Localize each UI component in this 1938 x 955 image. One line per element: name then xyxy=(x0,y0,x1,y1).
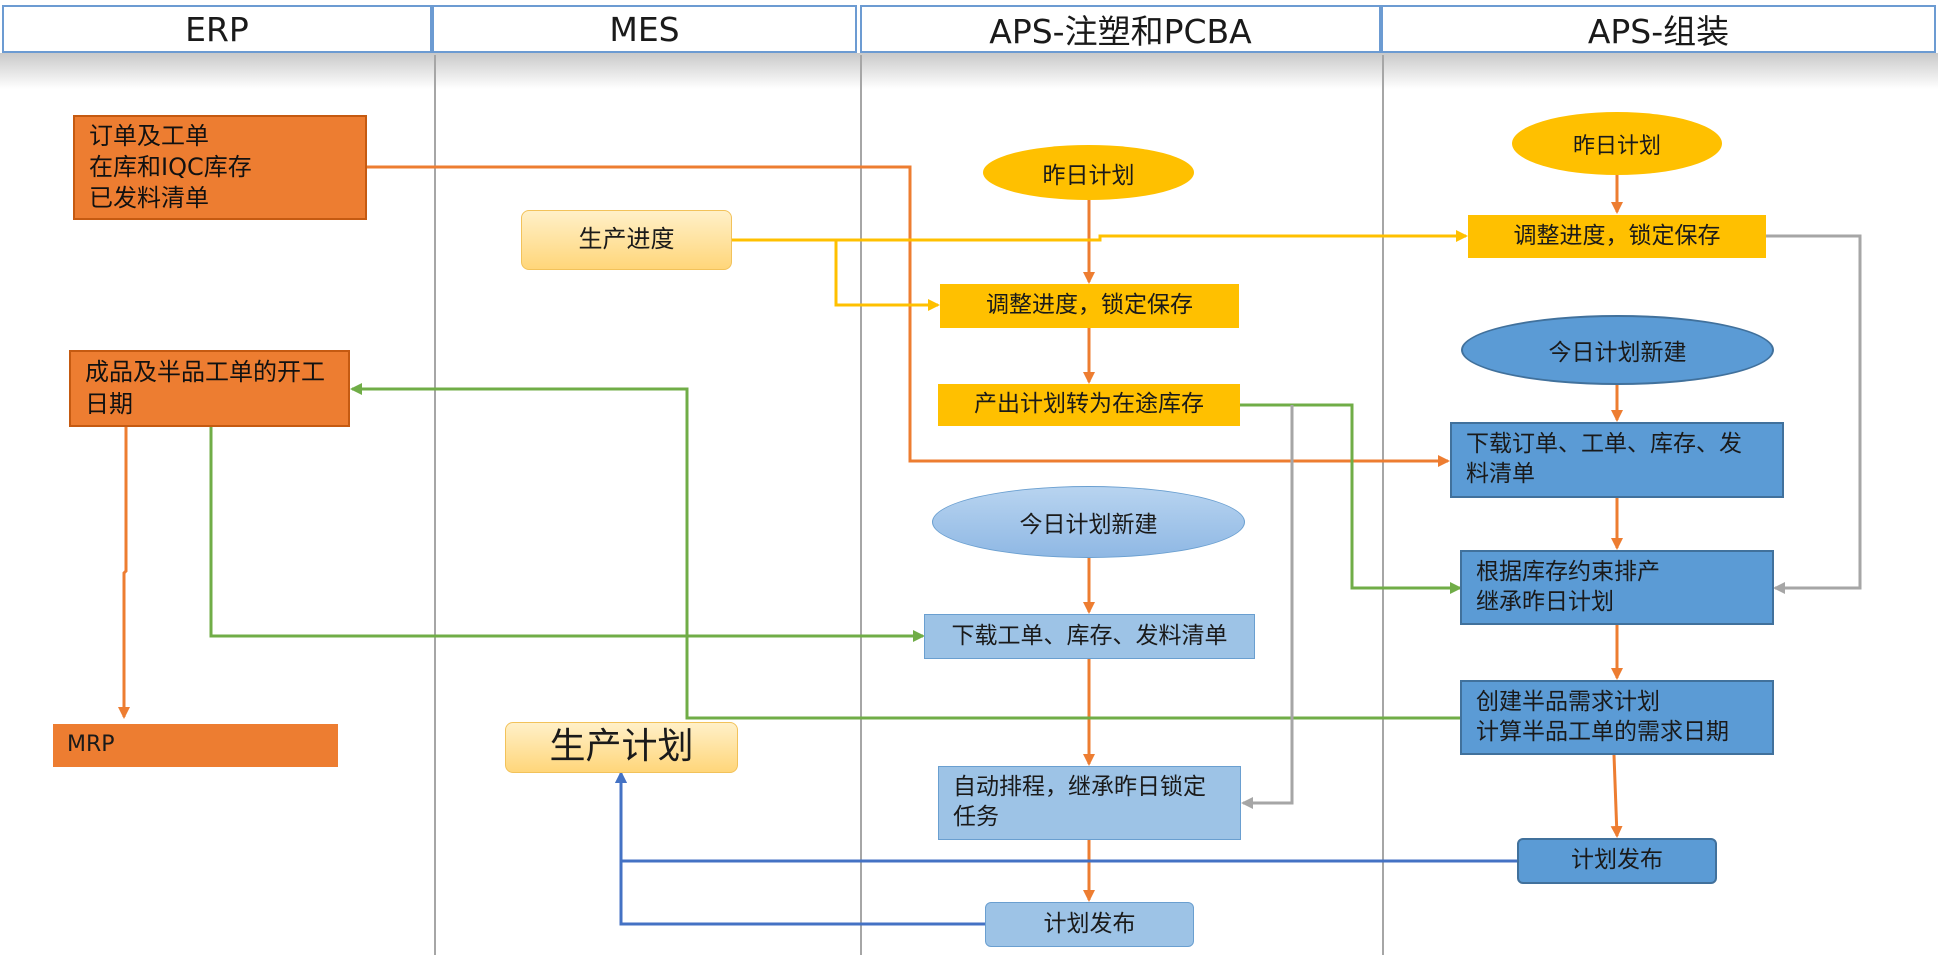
pcba-auto-schedule-line-1: 自动排程，继承昨日锁定 xyxy=(953,774,1206,801)
arrow-progress-to-pcba-adjust xyxy=(834,240,940,311)
lane-header-erp: ERP xyxy=(2,5,432,53)
asm-yesterday-plan-ellipse: 昨日计划 xyxy=(1512,112,1722,175)
asm-semi-demand-line-2: 计算半品工单的需求日期 xyxy=(1476,718,1729,745)
asm-adjust-lock-box: 调整进度，锁定保存 xyxy=(1468,215,1766,258)
pcba-output-transit-box: 产出计划转为在途库存 xyxy=(938,384,1240,426)
arrow-asm-semi-to-publish xyxy=(1610,754,1623,838)
pcba-yesterday-plan-ellipse: 昨日计划 xyxy=(983,145,1194,200)
asm-today-new-ellipse: 今日计划新建 xyxy=(1461,315,1774,385)
lane-header-aps-pcba: APS-注塑和PCBA xyxy=(860,5,1381,53)
asm-download-line-1: 下载订单、工单、库存、发 xyxy=(1466,431,1742,458)
arrow-erp-orders-to-asm-download xyxy=(367,165,1450,467)
pcba-adjust-lock-box: 调整进度，锁定保存 xyxy=(940,284,1239,328)
erp-orders-line-2: 在库和IQC库存 xyxy=(89,152,252,181)
lane-header-mes: MES xyxy=(432,5,857,53)
lane-divider-2 xyxy=(860,55,862,955)
arrow-erp-start-to-mrp xyxy=(118,427,130,719)
asm-download-box: 下载订单、工单、库存、发 料清单 xyxy=(1450,422,1784,498)
asm-constraint-line-1: 根据库存约束排产 xyxy=(1476,558,1660,585)
asm-semi-demand-line-1: 创建半品需求计划 xyxy=(1476,688,1660,715)
erp-orders-line-1: 订单及工单 xyxy=(89,121,209,150)
header-shadow xyxy=(0,53,1938,89)
asm-constraint-line-2: 继承昨日计划 xyxy=(1476,588,1614,615)
erp-orders-box: 订单及工单 在库和IQC库存 已发料清单 xyxy=(73,115,367,220)
asm-constraint-box: 根据库存约束排产 继承昨日计划 xyxy=(1460,550,1774,625)
arrow-semi-demand-to-erp-start xyxy=(350,383,1460,720)
pcba-today-new-ellipse: 今日计划新建 xyxy=(932,486,1245,558)
erp-orders-line-3: 已发料清单 xyxy=(89,184,209,213)
mes-progress-box: 生产进度 xyxy=(521,210,732,270)
pcba-auto-schedule-box: 自动排程，继承昨日锁定 任务 xyxy=(938,766,1241,840)
pcba-publish-box: 计划发布 xyxy=(985,902,1194,947)
arrow-progress-to-asm-adjust xyxy=(732,230,1468,242)
erp-start-date-box: 成品及半品工单的开工 日期 xyxy=(69,350,350,427)
lane-divider-1 xyxy=(434,55,436,955)
asm-download-line-2: 料清单 xyxy=(1466,461,1535,487)
asm-publish-box: 计划发布 xyxy=(1517,838,1717,884)
lane-divider-3 xyxy=(1382,55,1384,955)
arrow-asm-adjust-to-constraint xyxy=(1766,234,1862,594)
pcba-download-box: 下载工单、库存、发料清单 xyxy=(924,614,1255,659)
erp-start-date-line-1: 成品及半品工单的开工 xyxy=(85,358,325,387)
mes-plan-box: 生产计划 xyxy=(505,722,738,773)
erp-mrp-box: MRP xyxy=(53,724,338,767)
arrow-transit-to-constraint xyxy=(1240,403,1462,594)
lane-header-aps-assembly: APS-组装 xyxy=(1381,5,1936,53)
arrow-transit-to-schedule xyxy=(1241,405,1294,809)
pcba-auto-schedule-line-2: 任务 xyxy=(953,804,999,830)
erp-start-date-line-2: 日期 xyxy=(85,389,133,418)
arrow-erp-start-to-pcba-download xyxy=(209,427,925,642)
asm-semi-demand-box: 创建半品需求计划 计算半品工单的需求日期 xyxy=(1460,680,1774,755)
arrow-pcba-publish-to-mes-plan xyxy=(615,771,985,926)
